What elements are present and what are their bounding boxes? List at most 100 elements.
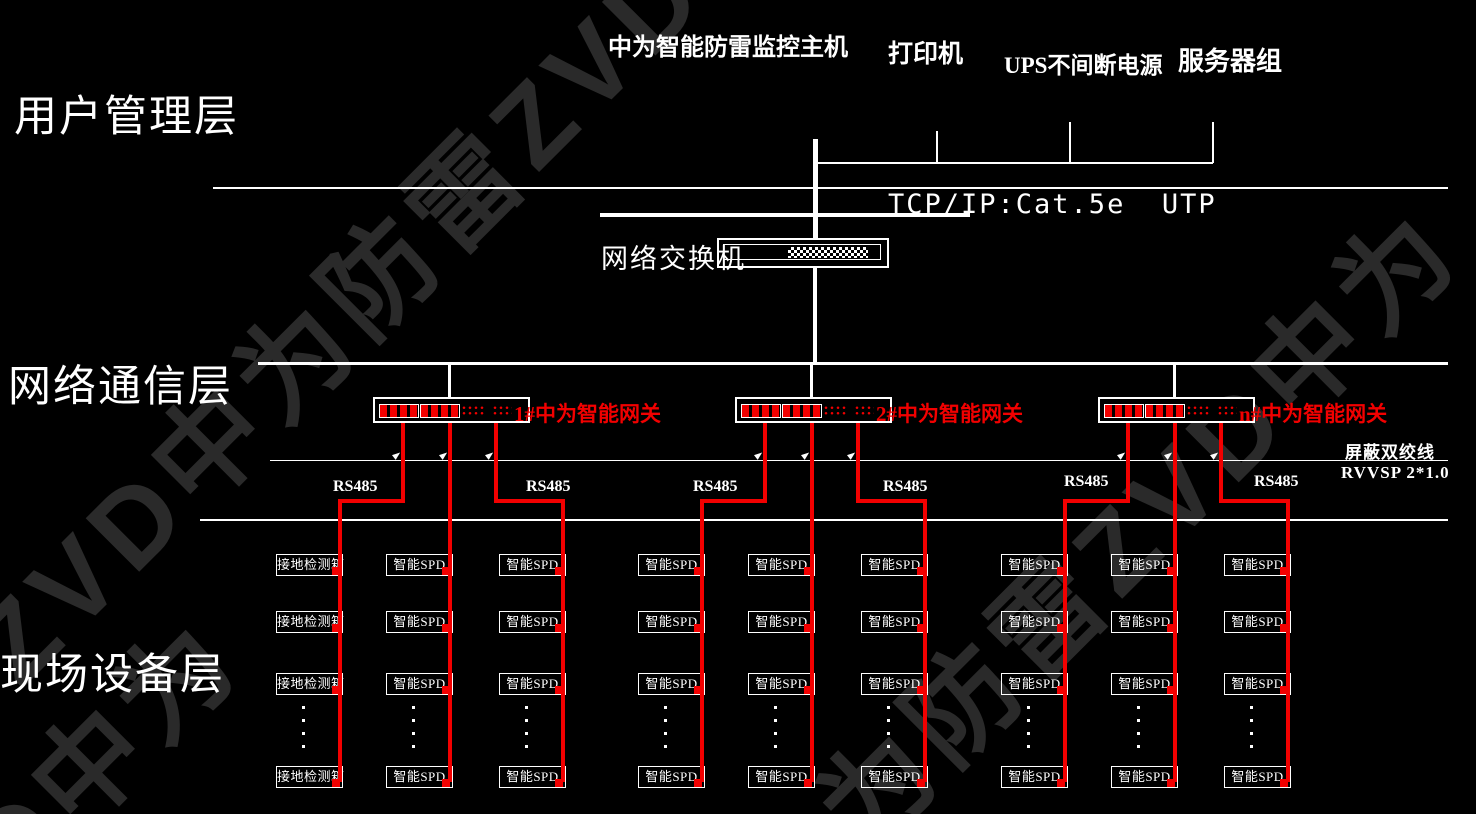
servers-label: 服务器组 bbox=[1178, 47, 1283, 76]
wire-stub bbox=[804, 624, 812, 632]
rs485-wire bbox=[1063, 499, 1130, 503]
gateway-uplink-line bbox=[448, 365, 451, 397]
gateway-label: 2#中为智能网关 bbox=[876, 402, 1023, 426]
wire-stub bbox=[1167, 567, 1175, 575]
layer-label-field: 现场设备层 bbox=[0, 652, 225, 699]
wire-stub bbox=[555, 686, 563, 694]
field-device-box: 接地检测箱 bbox=[276, 766, 344, 788]
ups-label: UPS不间断电源 bbox=[1004, 53, 1163, 78]
field-device-box: 智能SPD bbox=[748, 766, 815, 788]
rs485-wire bbox=[1219, 423, 1223, 503]
wire-stub bbox=[555, 567, 563, 575]
rs485-wire bbox=[338, 499, 342, 782]
ups-drop-line bbox=[1069, 122, 1071, 163]
ellipsis-dots bbox=[1250, 706, 1253, 758]
wire-stub bbox=[694, 686, 702, 694]
cable-type-label: 屏蔽双绞线 bbox=[1345, 443, 1435, 462]
wire-stub bbox=[1280, 686, 1288, 694]
tcpip-label: TCP/IP:Cat.5e UTP bbox=[888, 189, 1217, 220]
device-bus-line bbox=[817, 162, 1213, 164]
field-device-box: 智能SPD bbox=[499, 554, 566, 576]
wire-stub bbox=[917, 686, 925, 694]
rs485-wire bbox=[763, 423, 767, 503]
field-device-box: 智能SPD bbox=[861, 554, 928, 576]
switch-device bbox=[717, 238, 889, 268]
field-device-box: 智能SPD bbox=[1111, 673, 1178, 695]
field-device-box: 智能SPD bbox=[1001, 766, 1068, 788]
gateway-ports bbox=[1104, 404, 1144, 418]
gateway-leds bbox=[1186, 405, 1210, 416]
field-device-box: 智能SPD bbox=[1224, 766, 1291, 788]
field-device-box: 智能SPD bbox=[1111, 766, 1178, 788]
gateway-leds bbox=[492, 405, 512, 416]
field-device-box: 智能SPD bbox=[1001, 554, 1068, 576]
wire-stub bbox=[1280, 779, 1288, 787]
field-device-box: 智能SPD bbox=[499, 766, 566, 788]
tcpip-bus-line bbox=[213, 187, 1448, 189]
field-device-box: 智能SPD bbox=[748, 611, 815, 633]
rs485-wire bbox=[700, 499, 704, 782]
wire-stub bbox=[1280, 624, 1288, 632]
rs485-label: RS485 bbox=[1254, 473, 1299, 490]
field-device-box: 智能SPD bbox=[1001, 611, 1068, 633]
wire-stub bbox=[332, 686, 340, 694]
gateway-uplink-line bbox=[810, 365, 813, 397]
field-device-box: 智能SPD bbox=[386, 673, 453, 695]
layer-label-user: 用户管理层 bbox=[14, 94, 239, 141]
wire-stub bbox=[442, 624, 450, 632]
field-device-box: 接地检测箱 bbox=[276, 611, 344, 633]
rs485-wire bbox=[1063, 499, 1067, 782]
field-device-box: 智能SPD bbox=[499, 611, 566, 633]
field-device-box: 智能SPD bbox=[386, 611, 453, 633]
wire-stub bbox=[694, 567, 702, 575]
field-device-box: 智能SPD bbox=[861, 673, 928, 695]
field-device-box: 接地检测箱 bbox=[276, 554, 344, 576]
field-device-box: 智能SPD bbox=[638, 554, 705, 576]
wire-stub bbox=[1057, 779, 1065, 787]
gateway-ports bbox=[420, 404, 460, 418]
rs485-wire bbox=[494, 423, 498, 503]
field-device-box: 智能SPD bbox=[748, 554, 815, 576]
rs485-wire bbox=[494, 499, 565, 503]
rs485-wire bbox=[448, 423, 452, 782]
printer-label: 打印机 bbox=[888, 41, 964, 68]
gateway-leds bbox=[1217, 405, 1237, 416]
wire-stub bbox=[1167, 624, 1175, 632]
wire-stub bbox=[917, 567, 925, 575]
rs485-wire bbox=[700, 499, 767, 503]
cable-spec-label: RVVSP 2*1.0 bbox=[1341, 463, 1450, 482]
wire-stub bbox=[332, 567, 340, 575]
ellipsis-dots bbox=[1137, 706, 1140, 758]
rs485-label: RS485 bbox=[333, 478, 378, 495]
field-device-box: 智能SPD bbox=[1224, 673, 1291, 695]
field-device-box: 智能SPD bbox=[1111, 554, 1178, 576]
wire-stub bbox=[917, 779, 925, 787]
field-device-box: 智能SPD bbox=[1224, 554, 1291, 576]
wire-stub bbox=[1057, 686, 1065, 694]
field-bus-line bbox=[200, 519, 1448, 521]
wire-stub bbox=[555, 779, 563, 787]
gateway-ports bbox=[741, 404, 781, 418]
gateway-leds bbox=[854, 405, 874, 416]
rs485-wire bbox=[1219, 499, 1290, 503]
ellipsis-dots bbox=[525, 706, 528, 758]
wire-stub bbox=[694, 779, 702, 787]
rs485-wire bbox=[401, 423, 405, 503]
gateway-leds bbox=[823, 405, 847, 416]
wire-stub bbox=[804, 567, 812, 575]
wire-stub bbox=[442, 779, 450, 787]
printer-drop-line bbox=[936, 131, 938, 163]
field-device-box: 智能SPD bbox=[861, 766, 928, 788]
wire-stub bbox=[1167, 686, 1175, 694]
layer-label-network: 网络通信层 bbox=[8, 364, 233, 411]
gateway-label: n#中为智能网关 bbox=[1239, 402, 1388, 426]
rs485-wire bbox=[856, 499, 927, 503]
switch-panel bbox=[723, 244, 881, 260]
field-device-box: 智能SPD bbox=[1224, 611, 1291, 633]
field-device-box: 智能SPD bbox=[638, 673, 705, 695]
wire-stub bbox=[1280, 567, 1288, 575]
rs485-wire bbox=[1286, 499, 1290, 782]
rs485-label: RS485 bbox=[693, 478, 738, 495]
field-device-box: 智能SPD bbox=[1001, 673, 1068, 695]
